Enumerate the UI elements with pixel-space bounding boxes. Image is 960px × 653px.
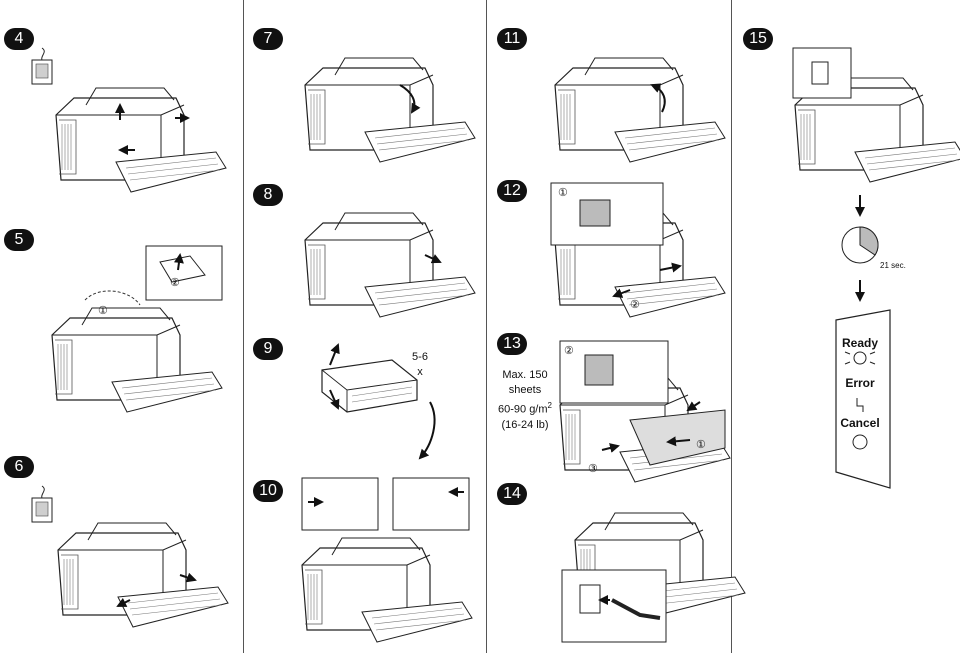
callout-1-step13: ① (696, 439, 706, 451)
ready-light-icon (853, 351, 867, 365)
shake-times: x (417, 366, 423, 378)
callout-1-step12: ① (558, 187, 568, 199)
printer-step8-illustration (304, 212, 476, 318)
callout-2-step5: ② (170, 277, 180, 289)
callout-3-step13: ③ (588, 463, 598, 475)
cartridge-box-icon (31, 47, 53, 85)
step-15-badge: 15 (743, 28, 773, 50)
printer-step11-illustration (554, 57, 726, 163)
shake-count: 5-6 (412, 351, 428, 363)
step-9-badge: 9 (253, 338, 283, 360)
printer-step4-illustration (55, 87, 227, 193)
timer-label: 21 sec. (880, 261, 906, 270)
step-14-badge: 14 (497, 483, 527, 505)
cancel-label: Cancel (840, 416, 880, 430)
capacity-sheets: sheets (508, 384, 542, 396)
column-divider-3 (731, 0, 732, 653)
paper-weight-exp: 2 (547, 401, 552, 410)
step-8-badge: 8 (253, 184, 283, 206)
callout-1-step5: ① (98, 305, 108, 317)
power-cord-inset (561, 569, 667, 643)
paper-weight-imperial: (16-24 lb) (501, 418, 549, 431)
step-4-badge: 4 (4, 28, 34, 50)
shake-count-label: 5-6 x (405, 350, 435, 380)
callout-2-step13: ② (564, 345, 574, 357)
step-13-badge: 13 (497, 333, 527, 355)
step13-detail-inset (559, 340, 669, 404)
error-light-icon (856, 398, 864, 412)
step-12-badge: 12 (497, 180, 527, 202)
printer-step10-illustration (301, 537, 473, 643)
ready-label: Ready (841, 336, 879, 350)
column-divider-1 (243, 0, 244, 653)
step-5-badge: 5 (4, 229, 34, 251)
error-label: Error (845, 376, 875, 390)
step-10-badge: 10 (253, 480, 283, 502)
capacity-max: Max. 150 (502, 369, 548, 381)
paper-stack (629, 409, 726, 466)
paper-capacity-label: Max. 150 sheets 60-90 g/m2 (16-24 lb) (486, 368, 564, 433)
cancel-button-icon (852, 434, 868, 450)
column-divider-2 (486, 0, 487, 653)
control-panel-illustration (835, 309, 891, 489)
paper-weight-metric: 60-90 g/m (498, 403, 548, 416)
cartridge-box-icon-step6 (31, 485, 53, 523)
printer-step6-illustration (57, 522, 229, 628)
step10-detail-right (392, 477, 470, 531)
step-7-badge: 7 (253, 28, 283, 50)
step-6-badge: 6 (4, 456, 34, 478)
callout-2-step12: ② (630, 299, 640, 311)
printer-step7-illustration (304, 57, 476, 163)
printer-step5-illustration (51, 307, 223, 413)
step10-detail-left (301, 477, 379, 531)
step-11-badge: 11 (497, 28, 527, 50)
